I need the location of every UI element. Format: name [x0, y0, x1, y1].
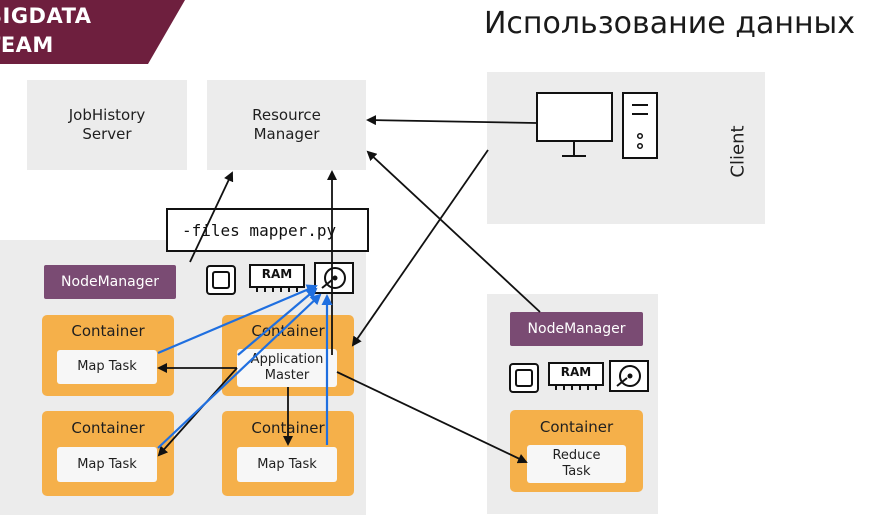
logo-text-line2: TEAM [0, 33, 54, 57]
monitor-icon [536, 92, 613, 157]
nodemanager-right: NodeManager [510, 312, 643, 346]
ram-icon-left: RAM [249, 264, 305, 294]
arrow-nm-to-rm [189, 171, 234, 263]
ram-label-right: RAM [560, 365, 592, 379]
container-label: Container [71, 322, 145, 340]
nodemanager-left: NodeManager [44, 265, 176, 299]
arrow-app-to-reduce [336, 371, 528, 464]
application-master: Application Master [237, 349, 337, 387]
container-label: Container [539, 418, 614, 436]
container-label: Container [251, 322, 325, 340]
arrow-client-to-rm [366, 115, 537, 126]
arrow-nm-right-to-rm [366, 150, 541, 313]
logo-text-line1: BIGDATA [0, 4, 92, 28]
hard-drive-icon-right [609, 360, 649, 392]
blue-arrow-app-to-disk [237, 287, 318, 356]
container-reduce: Container Reduce Task [510, 410, 643, 492]
map-task-1: Map Task [57, 350, 157, 384]
cpu-icon-right [509, 363, 539, 393]
blue-arrow-map1-to-disk [157, 284, 318, 355]
map-task-3: Map Task [237, 447, 337, 482]
server-tower-icon [622, 92, 658, 159]
cpu-icon-left [206, 265, 236, 295]
jobhistory-server-box: JobHistory Server [27, 80, 187, 170]
ram-label-left: RAM [261, 267, 293, 281]
page-title: Использование данных [483, 6, 855, 41]
ram-icon-right: RAM [548, 362, 604, 392]
ram-chip-shape-left [249, 264, 305, 292]
map-task-2: Map Task [57, 447, 157, 482]
resource-manager-box: Resource Manager [207, 80, 366, 170]
files-command-box: -files mapper.py [166, 208, 369, 252]
hard-drive-icon-left [314, 262, 354, 294]
container-map-2: Container Map Task [42, 411, 174, 496]
arrow-client-to-app [351, 149, 489, 347]
blue-arrow-map2-to-disk [157, 293, 322, 449]
ram-chip-shape-right [548, 362, 604, 390]
container-map-1: Container Map Task [42, 315, 174, 396]
container-label: Container [71, 419, 145, 437]
reduce-task: Reduce Task [527, 445, 626, 483]
